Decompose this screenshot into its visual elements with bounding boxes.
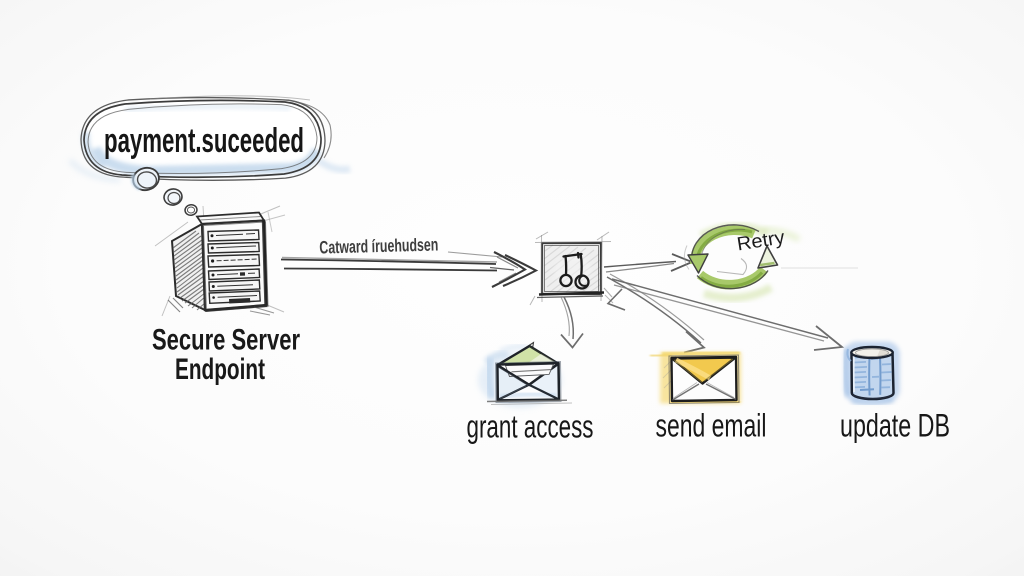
svg-text:Secure Server: Secure Server [152,324,300,357]
svg-text:payment.suceeded: payment.suceeded [104,122,304,160]
svg-text:Endpoint: Endpoint [175,353,265,386]
svg-text:grant access: grant access [467,409,594,445]
svg-text:send email: send email [656,408,767,444]
svg-text:update DB: update DB [840,408,950,444]
svg-text:Catward íruehudsen: Catward íruehudsen [319,234,438,257]
